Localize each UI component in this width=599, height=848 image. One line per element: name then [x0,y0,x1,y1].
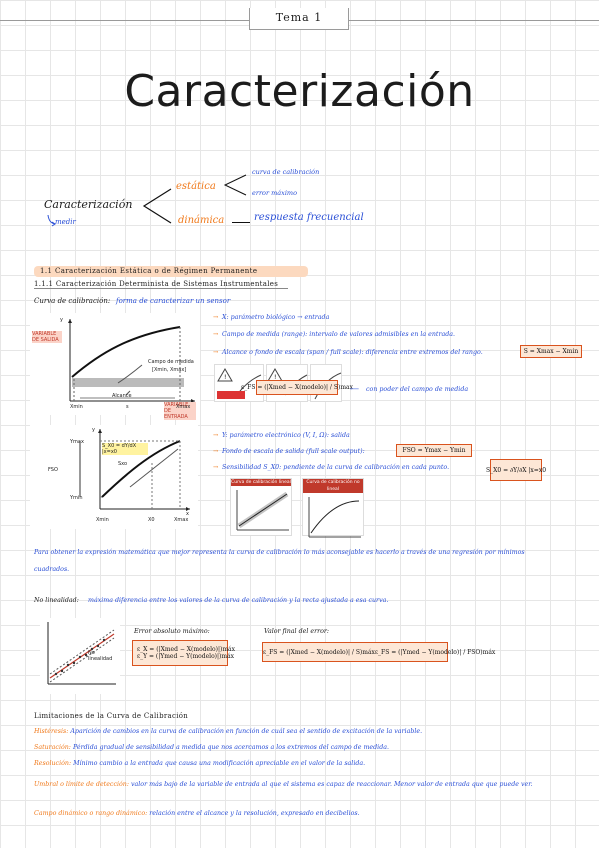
section-heading-1-1-1: 1.1.1 Caracterización Determinista de Si… [34,280,288,289]
exactitud-formula: ε_FS = (|Xmed − X(modelo)| / S)max [241,380,353,395]
arrow-right-icon: → [213,464,219,471]
fig2-ymax: Ymax [70,439,84,445]
arrow-right-icon: → [213,349,219,356]
svg-text:!: ! [274,374,276,381]
valor-final-box: ε_FS = (|Xmed − X(modelo)| / S)máx ε_FS … [262,642,495,662]
limitacion-term: Resolución: [34,760,72,767]
bullet-x-0: X: parámetro biológico → entrada [222,314,330,321]
limitacion-text: relación entre el alcance y la resolució… [149,810,360,817]
fig2-ymin: Ymin [70,495,83,501]
no-linealidad-desc: máxima diferencia entre los valores de l… [88,597,389,604]
limitacion-text: Aparición de cambios en la curva de cali… [70,728,423,735]
valor-final-x: ε_FS = (|Xmed − X(modelo)| / S)máx [263,648,375,656]
limitacion-term: Umbral o límite de detección: [34,781,129,788]
mini-table-title: Curva de calibración no lineal [303,479,363,493]
limitacion-text: Mínimo cambio a la entrada que causa una… [73,760,366,767]
arrow-right-icon: → [213,448,219,455]
limitacion-term: Campo dinámico o rango dinámico: [34,810,148,817]
figure-no-linealidad-plot [47,622,116,685]
span-formula: S = Xmax − Xmin [520,345,582,358]
bullet-y-1: Fondo de escala de salida (full scale ou… [222,448,365,455]
connector-line [232,222,250,223]
mini-table: Curva de calibración no lineal [302,478,364,538]
limitacion-item: Resolución: Mínimo cambio a la entrada q… [34,760,574,768]
section-heading-1-1: 1.1 Caracterización Estática o de Régime… [34,266,308,277]
fig1-var-salida: VARIABLE DE SALIDA [32,331,62,343]
limitacion-item: Saturación: Pérdida gradual de sensibili… [34,744,574,752]
exactitud-note: con poder del campo de medida [366,386,469,393]
fig2-deriv: S_X0 = dY/dX |x=x0 [102,443,148,455]
valor-final-y: ε_FS = (|Ymed − Y(modelo)| / FSO)máx [374,648,496,656]
curva-desc: forma de caracterizar un sensor [116,297,231,305]
arrow-icon: ⟵ [350,386,360,393]
curva-label: Curva de calibración: [34,297,111,305]
limitacion-text: valor más bajo de la variable de entrada… [130,781,533,788]
no-linealidad-label: No linealidad: [34,597,79,604]
arrow-right-icon: → [213,331,219,338]
svg-text:!: ! [224,374,226,381]
limitacion-item: Umbral o límite de detección: valor más … [34,778,574,792]
mini-table-title: Curva de calibración lineal [231,479,291,486]
fig1-campo: Campo de medida [148,359,194,365]
valor-final-label: Valor final del error: [264,628,330,635]
bullet-x-2: Alcance o fondo de escala (span / full s… [222,349,483,356]
header-tab: Tema 1 [249,8,349,30]
fig2-xmax: Xmax [174,517,189,523]
fig2-x0: X0 [148,517,155,523]
fig2-fso: FSO [48,467,58,473]
arrow-right-icon: → [213,432,219,439]
bracket-small-icon [223,174,247,196]
fig2-y-label: y [92,427,95,433]
fig2-x-label: x [186,511,189,517]
mindmap-root: Caracterización [44,198,133,211]
bullet-y-0: Y: parámetro electrónico (V, I, Ω): sali… [222,432,350,439]
fig2-sxo: Sxo [118,461,128,467]
figure-campo-medida: y x VARIABLE DE SALIDA VARIABLE DE ENTRA… [30,313,200,420]
limitacion-item: Histéresis: Aparición de cambios en la c… [34,728,574,736]
figure-no-linealidad: No linealidad [40,618,120,694]
fig1-xmax: Xmax [176,404,191,410]
mindmap-estatica-item: curva de calibración [252,168,320,176]
mindmap-estatica: estática [176,181,216,192]
limitacion-term: Saturación: [34,744,71,751]
fso-formula: FSO = Ymax − Ymin [396,444,472,457]
arrow-down-icon [47,214,56,227]
mindmap-root-sub: medir [55,218,76,226]
figure-sensibilidad-plot [79,429,190,511]
mindmap-dinamica: dinámica [178,215,225,226]
fig1-s: s [126,404,129,410]
figure-sensibilidad: y x Ymax Ymin FSO Sxo S_X0 = dY/dX |x=x0… [30,425,198,529]
fig1-xmin: Xmin [70,404,83,410]
regression-text: Para obtener la expresión matemática que… [34,549,525,573]
fig1-campo-range: [Xmin, Xmax] [152,367,187,373]
fig2-xmin: Xmin [96,517,109,523]
bullet-x-1: Campo de medida (range): intervalo de va… [222,331,456,338]
error-abs-x: ε_X = (|Xmed − X(modelo)|)máx [137,646,235,653]
mindmap-estatica-item: error máximo [252,189,298,197]
warning-figure: ! [214,364,264,402]
mindmap-dinamica-item: respuesta frecuencial [254,212,364,223]
mini-table: Curva de calibración lineal [230,478,292,536]
bullet-y-2: Sensibilidad S_X0: pendiente de la curva… [222,464,450,471]
error-abs-label: Error absoluto máximo: [134,628,210,635]
fig-nl-legend: No linealidad [88,650,113,662]
sens-formula: S_X0 = ∂Y/∂X |x=x0 [486,459,546,481]
limitaciones-heading: Limitaciones de la Curva de Calibración [34,712,189,720]
error-abs-box: ε_X = (|Xmed − X(modelo)|)máx ε_Y = (|Ym… [132,640,235,666]
page-title: Caracterización [124,66,475,117]
limitacion-text: Pérdida gradual de sensibilidad a medida… [72,744,389,751]
error-abs-y: ε_Y = (|Ymed − Y(modelo)|)máx [137,653,235,660]
bracket-icon [142,188,172,224]
fig1-y-label: y [60,317,63,323]
arrow-right-icon: → [213,314,219,321]
figure-campo-medida-plot [68,319,195,403]
limitacion-item: Campo dinámico o rango dinámico: relació… [34,810,574,818]
fig1-alcance: Alcance [112,393,132,399]
fig1-var-entrada: VARIABLE DE ENTRADA [164,402,196,420]
limitacion-term: Histéresis: [34,728,69,735]
